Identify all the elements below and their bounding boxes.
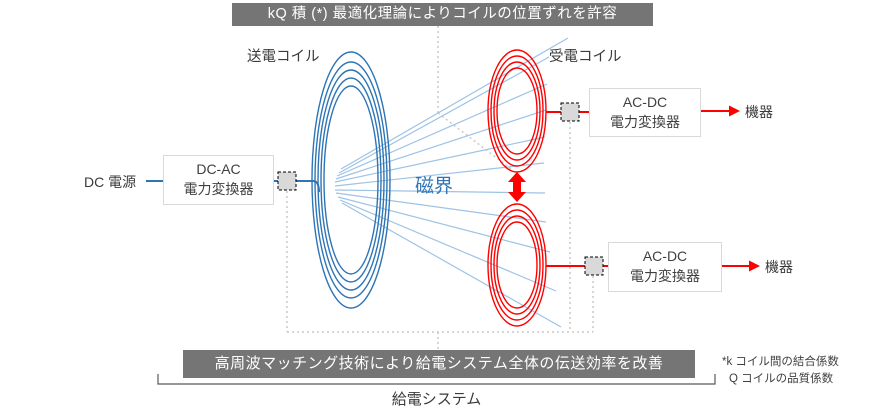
dc-source-label: DC 電源 [84, 174, 137, 190]
acdc-top-line2: 電力変換器 [610, 113, 680, 130]
receive-coil-label: 受電コイル [549, 49, 622, 65]
dcac-converter-line1: DC-AC [196, 161, 241, 178]
dcac-converter-box: DC-AC 電力変換器 [163, 155, 274, 205]
kq-footnote: *k コイル間の結合係数 Q コイルの品質係数 [722, 354, 839, 387]
acdc-bottom-line1: AC-DC [642, 248, 688, 265]
transmit-coil [311, 51, 391, 309]
acdc-bottom-line2: 電力変換器 [630, 268, 700, 284]
ac-circuit-wires [546, 110, 749, 267]
matching-nodes [277, 102, 604, 276]
device-label-top: 機器 [745, 104, 773, 120]
acdc-converter-box-bottom: AC-DC 電力変換器 [608, 242, 722, 292]
receive-coil-top [487, 49, 547, 173]
device-arrow-icon-top [729, 105, 740, 117]
matching-node-left [277, 171, 297, 191]
top-banner: kQ 積 (*) 最適化理論によりコイルの位置ずれを許容 [232, 3, 653, 26]
footnote-q-line: Q コイルの品質係数 [729, 372, 834, 385]
device-arrow-icon-bottom [749, 260, 760, 272]
matching-node-right-bottom [584, 256, 604, 276]
acdc-top-line1: AC-DC [622, 93, 668, 110]
bottom-banner: 高周波マッチング技術により給電システム全体の伝送効率を改善 [183, 350, 695, 378]
dcac-converter-line2: 電力変換器 [183, 181, 254, 197]
transmit-coil-label: 送電コイル [247, 49, 320, 65]
receive-coil-bottom [487, 203, 547, 327]
matching-node-right-top [560, 102, 580, 122]
device-label-bottom: 機器 [765, 259, 793, 275]
system-label: 給電システム [391, 391, 482, 408]
magnetic-field-label: 磁界 [415, 176, 454, 197]
footnote-k-line: *k コイル間の結合係数 [722, 356, 839, 368]
system-bracket [157, 374, 716, 385]
acdc-converter-box-top: AC-DC 電力変換器 [589, 88, 701, 137]
coil-offset-double-arrow-icon [508, 172, 526, 202]
